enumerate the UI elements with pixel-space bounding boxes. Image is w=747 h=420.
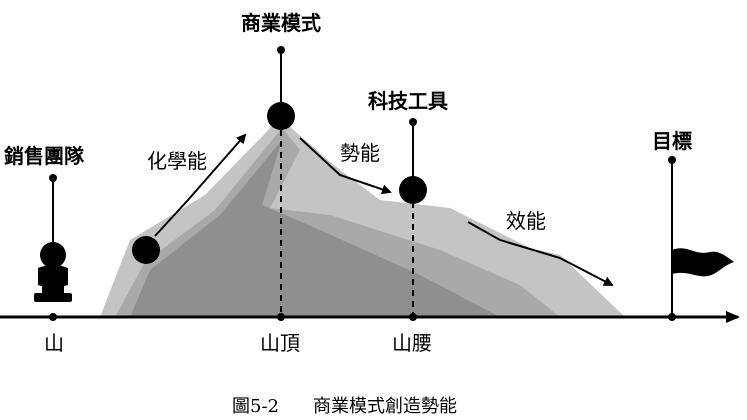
foot-ball — [132, 236, 160, 264]
sales-team-label: 銷售團隊 — [4, 144, 85, 168]
flag-icon — [672, 248, 734, 277]
summit-tick-dot — [277, 313, 285, 321]
bust-icon — [34, 242, 72, 302]
chemical-energy-label: 化學能 — [147, 149, 207, 173]
waist-axis-label: 山腰 — [392, 331, 432, 355]
potential-energy-label: 勢能 — [340, 141, 380, 165]
figure-caption: 商業模式創造勢能 — [313, 396, 457, 417]
mountain-front-layer — [130, 140, 500, 317]
waist-tick-dot — [409, 313, 417, 321]
waist-ball — [399, 176, 427, 204]
summit-ball — [267, 102, 295, 130]
potential-energy-arrow — [299, 137, 392, 195]
tech-tools-label: 科技工具 — [368, 89, 448, 113]
foot-axis-label: 山 — [44, 331, 64, 355]
target-pin-dot — [668, 156, 676, 164]
figure-number: 圖5-2 — [232, 396, 279, 417]
business-model-pin-dot — [277, 46, 285, 54]
foot-tick-dot — [49, 313, 57, 321]
efficiency-energy-arrow — [467, 221, 614, 286]
sales-team-pin-dot — [49, 174, 57, 182]
target-label: 目標 — [652, 129, 692, 153]
efficiency-energy-label: 效能 — [506, 209, 546, 233]
chemical-energy-arrow — [154, 133, 247, 237]
tech-tools-pin-dot — [409, 118, 417, 126]
summit-axis-label: 山頂 — [260, 331, 300, 355]
business-model-label: 商業模式 — [241, 11, 321, 35]
